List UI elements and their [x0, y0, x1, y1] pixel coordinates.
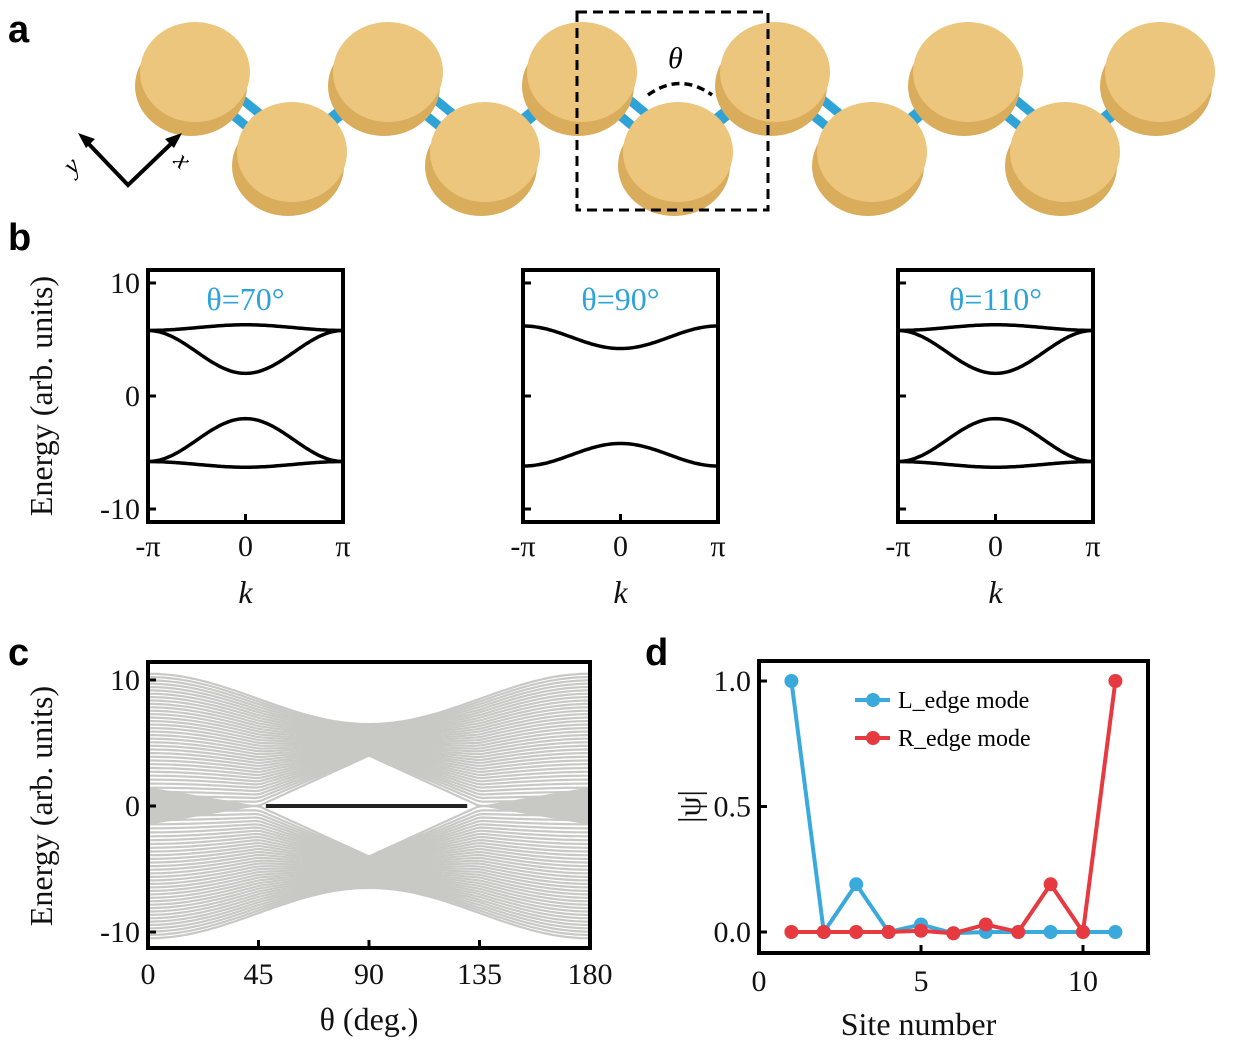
series-line-r-edge — [791, 680, 1118, 938]
bulk-band-line — [147, 886, 591, 940]
data-point — [1108, 674, 1123, 688]
y-axis-label: |ψ| — [671, 790, 707, 823]
y-tick-label: -10 — [100, 916, 140, 949]
data-point — [816, 925, 831, 939]
disc-resonator — [913, 22, 1023, 122]
unit-cell-box — [575, 10, 770, 212]
theta-symbol: θ — [668, 42, 683, 75]
y-axis-label: Energy (arb. units) — [23, 276, 59, 516]
disc-resonator — [527, 22, 637, 122]
x-tick-label: -π — [510, 530, 535, 563]
band-single-lower — [522, 441, 719, 468]
plot-title: θ=110° — [949, 281, 1042, 317]
axis-x-label: x — [168, 145, 198, 175]
x-axis-label: k — [238, 574, 253, 610]
band-inner-lower — [148, 416, 343, 464]
data-point — [978, 917, 993, 932]
bulk-band-line — [147, 672, 591, 726]
data-point — [784, 925, 799, 939]
y-axis-label: Energy (arb. units) — [23, 686, 59, 926]
data-point — [784, 674, 799, 688]
data-point — [849, 925, 864, 939]
x-tick-label: 180 — [568, 958, 613, 991]
angle-arc — [646, 81, 714, 97]
band-plot-2: θ=90° -π 0 π k — [510, 268, 726, 610]
y-tick-label: 0 — [125, 790, 140, 823]
x-tick-label: 0 — [141, 958, 156, 991]
legend-marker — [866, 731, 880, 745]
y-tick-label: 10 — [110, 664, 140, 697]
x-axis-label: k — [613, 574, 628, 610]
disc-resonator — [1010, 102, 1120, 202]
panel-label-a: a — [8, 9, 30, 51]
data-point — [881, 925, 896, 939]
disc-resonator — [720, 22, 830, 122]
panel-label-c: c — [8, 632, 29, 674]
plot-title: θ=70° — [206, 281, 284, 317]
data-point — [1043, 925, 1058, 939]
coordinate-axes-icon: y x — [55, 133, 198, 188]
x-axis-label: θ (deg.) — [320, 1001, 419, 1037]
panel-label-d: d — [645, 632, 668, 674]
plot-title: θ=90° — [581, 281, 659, 317]
x-tick-label: -π — [135, 530, 160, 563]
band-outer-upper — [898, 323, 1093, 333]
band-plot-3: θ=110° -π 0 π k — [885, 268, 1101, 610]
disc-resonator — [817, 102, 927, 202]
legend-label: R_edge mode — [898, 726, 1031, 752]
panel-label-b: b — [8, 217, 31, 259]
x-tick-label: -π — [885, 530, 910, 563]
x-tick-label: 45 — [244, 958, 274, 991]
zero-energy-band-region — [148, 787, 590, 825]
x-tick-label: 0 — [238, 530, 253, 563]
x-tick-label: π — [710, 530, 725, 563]
disc-resonator — [623, 102, 733, 202]
band-inner-upper — [148, 328, 343, 376]
band-single-upper — [522, 324, 719, 351]
data-point — [914, 923, 928, 938]
axis-y-label: y — [55, 151, 86, 182]
legend-marker — [866, 693, 880, 707]
band-outer-lower — [898, 459, 1093, 469]
y-tick-label: 10 — [110, 267, 140, 300]
x-tick-label: 135 — [457, 958, 502, 991]
x-tick-label: 0 — [752, 965, 767, 998]
data-point — [1043, 877, 1058, 892]
series-line-l-edge — [789, 680, 1116, 938]
x-tick-label: π — [335, 530, 350, 563]
data-point — [1108, 925, 1123, 939]
y-tick-label: 0 — [125, 380, 140, 413]
x-tick-label: π — [1085, 530, 1100, 563]
x-axis-label: k — [988, 574, 1003, 610]
disc-resonator — [237, 102, 347, 202]
band-plot-1: θ=70° -π 0 π 10 0 -10 k Energy (arb. units) — [23, 267, 351, 610]
x-axis-label: Site number — [841, 1006, 997, 1042]
data-point — [1011, 925, 1026, 939]
band-inner-lower — [898, 416, 1093, 464]
y-tick-label: 1.0 — [714, 665, 752, 698]
data-point — [1076, 925, 1090, 939]
x-tick-label: 0 — [613, 530, 628, 563]
band-outer-lower — [148, 459, 343, 469]
lattice-schematic: θ — [135, 10, 1215, 216]
data-point — [849, 877, 864, 892]
x-tick-label: 90 — [354, 958, 384, 991]
y-tick-label: 0.0 — [714, 916, 752, 949]
disc-resonator — [1105, 22, 1215, 122]
y-tick-label: 0.5 — [714, 791, 752, 824]
legend-label: L_edge mode — [898, 688, 1029, 714]
x-tick-label: 10 — [1068, 965, 1098, 998]
x-tick-label: 5 — [914, 965, 929, 998]
disc-resonator — [333, 22, 443, 122]
band-inner-upper — [898, 328, 1093, 376]
y-tick-label: -10 — [100, 493, 140, 526]
disc-resonator — [430, 102, 540, 202]
x-tick-label: 0 — [988, 530, 1003, 563]
disc-resonator — [140, 22, 250, 122]
data-point — [946, 926, 961, 941]
band-outer-upper — [148, 323, 343, 333]
